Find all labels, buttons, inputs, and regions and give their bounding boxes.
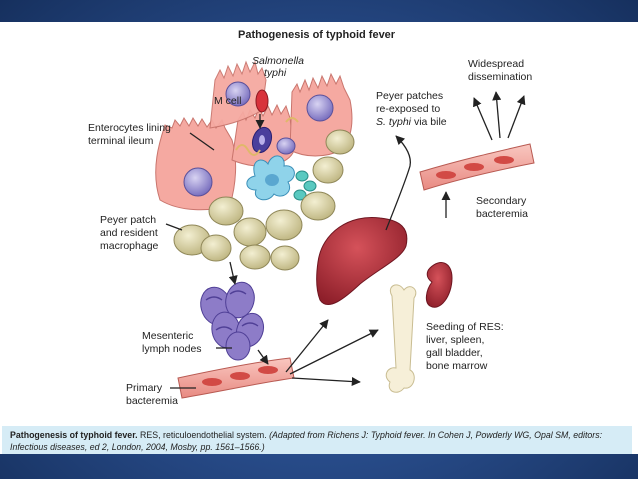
label-primary-2: bacteremia — [126, 395, 178, 407]
label-enterocytes-1: Enterocytes lining — [88, 122, 171, 134]
label-reexposed-1: Peyer patches — [376, 90, 443, 102]
labels: Salmonella typhi M cell Enterocytes lini… — [88, 55, 532, 407]
label-mesenteric-2: lymph nodes — [142, 343, 202, 355]
peyer-cell — [270, 245, 300, 271]
label-salmonella: Salmonella — [252, 55, 304, 67]
peyer-cell — [233, 217, 267, 247]
label-secondary-2: bacteremia — [476, 208, 528, 220]
bone — [385, 284, 417, 393]
label-widespread-2: dissemination — [468, 71, 532, 83]
peyer-cell — [325, 129, 355, 155]
peyer-cell — [200, 234, 232, 262]
peyer-cell — [265, 209, 303, 241]
label-seeding-4: bone marrow — [426, 360, 488, 372]
peyer-cell — [239, 244, 271, 270]
flagella — [235, 144, 261, 156]
label-reexposed-2: re-exposed to — [376, 103, 440, 115]
mesenteric-lymph-nodes — [200, 281, 265, 361]
label-reexposed-3: S. typhi via bile — [376, 116, 447, 128]
label-peyer-2: and resident — [100, 227, 158, 239]
nucleus — [306, 94, 334, 122]
peyer-cell — [208, 196, 244, 226]
bacterium — [259, 135, 265, 145]
label-mesenteric-1: Mesenteric — [142, 330, 193, 342]
label-widespread-1: Widespread — [468, 58, 524, 70]
label-seeding-1: Seeding of RES: — [426, 321, 504, 333]
caption-lead: Pathogenesis of typhoid fever. — [10, 430, 138, 440]
liver — [316, 216, 408, 306]
m-cell — [255, 89, 269, 113]
label-enterocytes-2: terminal ileum — [88, 135, 154, 147]
nucleus — [183, 167, 213, 197]
label-salmonella-typhi: typhi — [264, 67, 287, 79]
peyer-patch — [173, 129, 355, 271]
typhoid-pathogenesis-diagram: Pathogenesis of typhoid fever — [88, 29, 535, 407]
spleen — [425, 262, 453, 308]
figure-caption: Pathogenesis of typhoid fever. RES, reti… — [2, 426, 632, 454]
figure-title: Pathogenesis of typhoid fever — [238, 29, 396, 41]
label-peyer-3: macrophage — [100, 240, 159, 252]
label-peyer-1: Peyer patch — [100, 214, 156, 226]
label-seeding-2: liver, spleen, — [426, 334, 484, 346]
salmonella-bacteria — [235, 117, 299, 156]
primary-bacteremia-vessel — [177, 357, 295, 399]
macrophage — [246, 155, 317, 201]
slide-card: Pathogenesis of typhoid fever — [0, 22, 638, 454]
label-primary-1: Primary — [126, 382, 163, 394]
label-secondary-1: Secondary — [476, 195, 527, 207]
caption-text: RES, reticuloendothelial system. — [137, 430, 270, 440]
label-m-cell: M cell — [214, 95, 241, 107]
flagella — [285, 117, 299, 123]
flow-arrows — [165, 91, 526, 389]
label-seeding-3: gall bladder, — [426, 347, 483, 359]
nucleus — [225, 81, 251, 107]
secondary-bacteremia-vessel — [419, 143, 535, 191]
peyer-cell — [300, 191, 336, 221]
peyer-cell — [312, 156, 344, 184]
caption-citation: (Adapted from Richens J: Typhoid fever. … — [10, 430, 603, 452]
nucleus — [276, 137, 296, 155]
